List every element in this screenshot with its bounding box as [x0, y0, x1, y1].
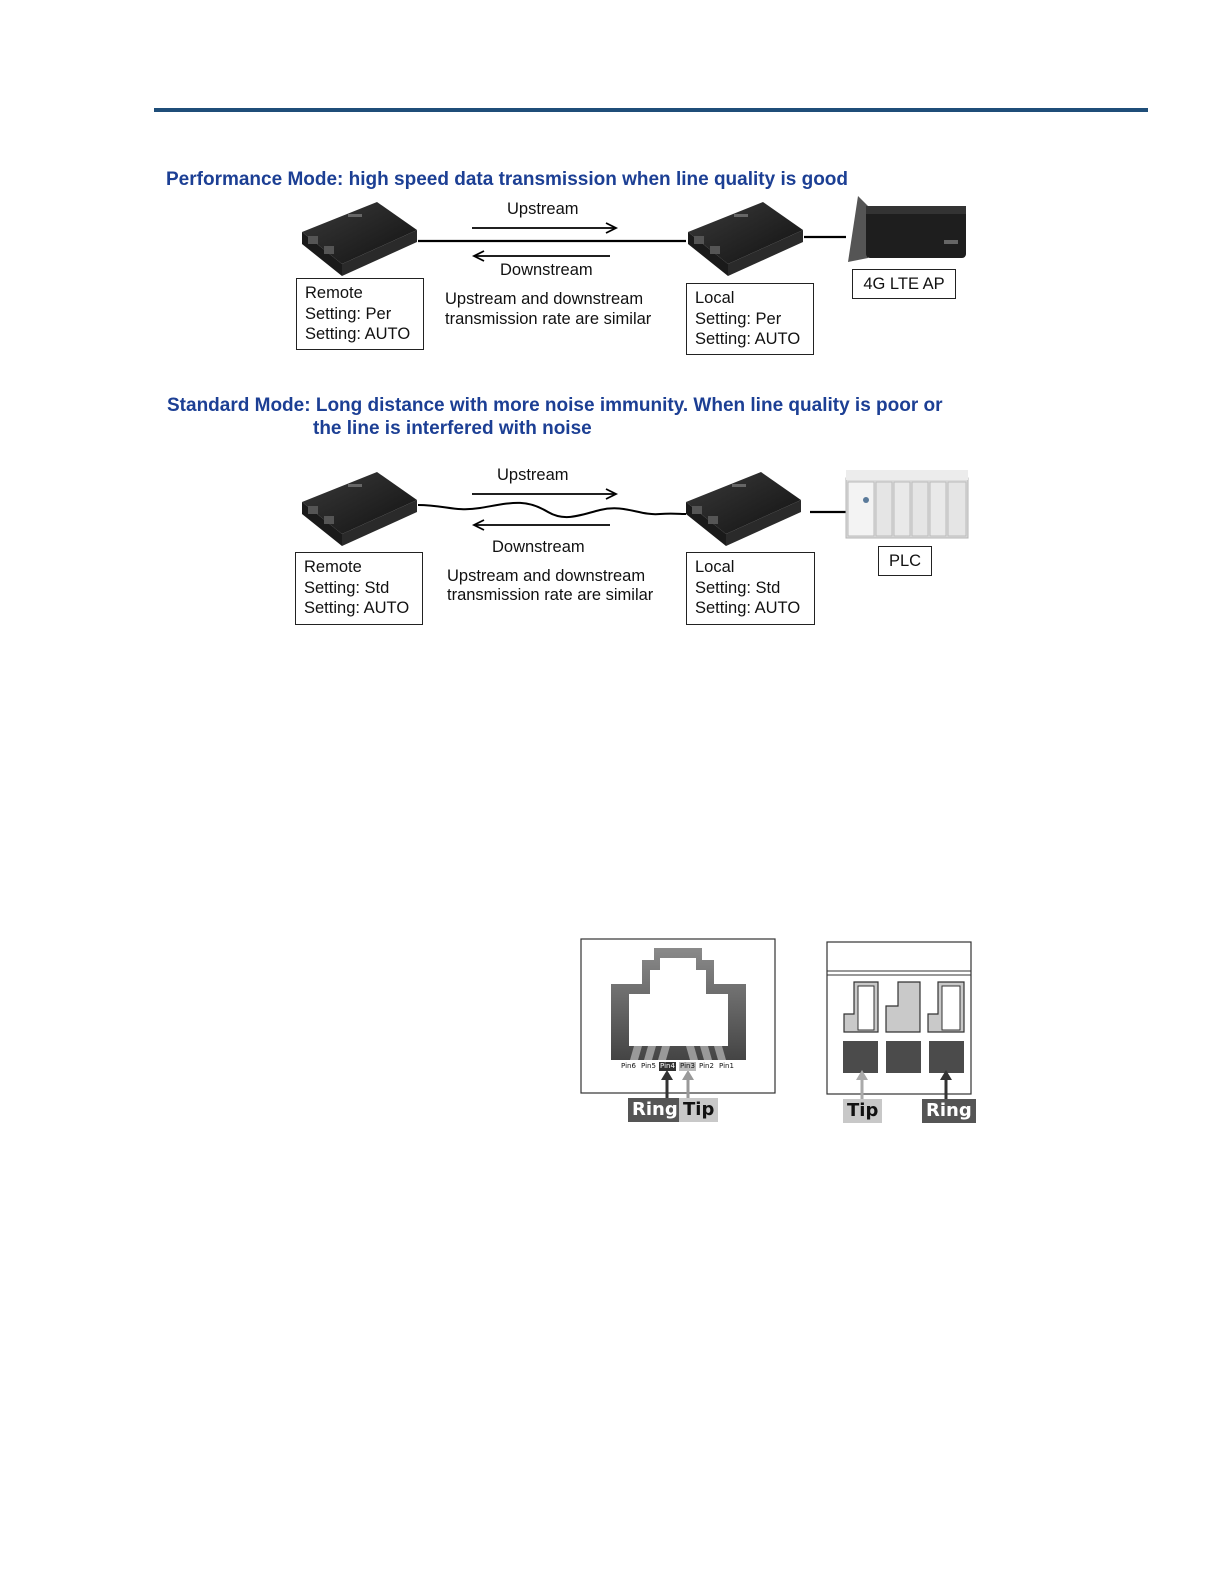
local-box-setting-1: Setting: Std	[695, 578, 781, 597]
lte-ap-label-box: 4G LTE AP	[852, 269, 956, 299]
standard-heading-line1: Standard Mode: Long distance with more n…	[167, 395, 943, 416]
performance-upstream-label: Upstream	[507, 200, 579, 218]
standard-downstream-label: Downstream	[492, 538, 585, 556]
plc-icon	[845, 470, 969, 539]
local-device-icon	[688, 202, 803, 276]
performance-heading: Performance Mode: high speed data transm…	[166, 169, 849, 190]
rj-tip-tag: Tip	[679, 1098, 719, 1122]
upstream-arrow-icon	[472, 222, 619, 234]
local-device-icon	[686, 472, 801, 546]
remote-box-setting-1: Setting: Std	[304, 578, 390, 597]
downstream-arrow-icon	[471, 519, 610, 531]
pin-label: Pin2	[699, 1062, 714, 1070]
remote-box-title: Remote	[304, 558, 362, 576]
terminal-block-diagram	[826, 941, 972, 1102]
standard-upstream-label: Upstream	[497, 466, 569, 484]
pin-label: Pin1	[719, 1062, 734, 1070]
terminal-ring-tag: Ring	[922, 1099, 976, 1123]
performance-note-line2: transmission rate are similar	[445, 310, 652, 328]
standard-heading-line2: the line is interfered with noise	[313, 418, 592, 439]
remote-device-icon	[302, 202, 417, 276]
local-box-setting-2: Setting: AUTO	[695, 599, 801, 617]
upstream-arrow-icon	[472, 488, 619, 500]
rj-connector-diagram	[580, 938, 776, 1100]
remote-device-icon	[302, 472, 417, 546]
remote-box-setting-1: Setting: Per	[305, 304, 392, 323]
remote-box-setting-2: Setting: AUTO	[304, 599, 410, 617]
lte-ap-icon	[848, 196, 966, 262]
local-box-setting-1: Setting: Per	[695, 309, 782, 328]
standard-note-line2: transmission rate are similar	[447, 586, 654, 604]
header-rule	[154, 108, 1148, 112]
performance-downstream-label: Downstream	[500, 261, 593, 279]
local-box-title: Local	[695, 289, 735, 307]
downstream-arrow-icon	[471, 250, 610, 262]
standard-local-box: Local Setting: Std Setting: AUTO	[686, 552, 815, 625]
local-box-title: Local	[695, 558, 735, 576]
remote-box-title: Remote	[305, 284, 363, 302]
performance-note-line1: Upstream and downstream	[445, 290, 644, 308]
pin-label: Pin5	[641, 1062, 656, 1070]
plc-label-box: PLC	[878, 546, 932, 576]
local-box-setting-2: Setting: AUTO	[695, 330, 801, 348]
pin-label-ring: Pin4	[659, 1062, 676, 1071]
terminal-tip-tag: Tip	[843, 1099, 883, 1123]
performance-remote-box: Remote Setting: Per Setting: AUTO	[296, 278, 424, 350]
pin-label-tip: Pin3	[679, 1062, 696, 1071]
standard-remote-box: Remote Setting: Std Setting: AUTO	[295, 552, 423, 625]
pin-label: Pin6	[621, 1062, 636, 1070]
remote-box-setting-2: Setting: AUTO	[305, 325, 411, 343]
rj-ring-tag: Ring	[628, 1098, 682, 1122]
standard-noisy-line	[417, 501, 687, 519]
performance-local-box: Local Setting: Per Setting: AUTO	[686, 283, 814, 355]
standard-note-line1: Upstream and downstream	[447, 567, 646, 585]
